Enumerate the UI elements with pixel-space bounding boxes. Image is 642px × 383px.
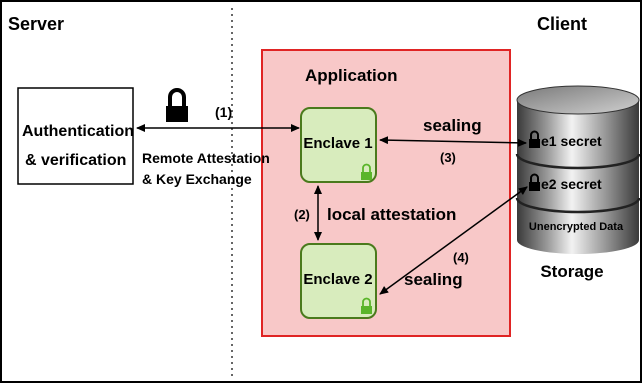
server-label: Server: [8, 14, 64, 34]
storage-row-e1: e1 secret: [541, 133, 602, 149]
authentication-label-line2: & verification: [25, 152, 126, 169]
enclave-2-box: [300, 243, 377, 319]
enclave-2-label: Enclave 2: [303, 271, 372, 288]
enclave-1-label: Enclave 1: [303, 135, 372, 152]
client-label: Client: [537, 14, 587, 34]
step-3-label: (3): [440, 150, 456, 165]
lock-icon: [166, 88, 188, 122]
green-lock-icon: [361, 297, 372, 314]
sealing-arrow-1: [379, 136, 527, 147]
lock-icon: [529, 173, 540, 191]
local-attestation-label: local attestation: [327, 205, 456, 224]
authentication-label-line1: Authentication: [22, 123, 134, 140]
sealing-label-1: sealing: [423, 116, 482, 135]
enclave-1-box: [300, 107, 377, 183]
step-1-label: (1): [215, 104, 232, 120]
authentication-box: [17, 87, 134, 185]
step-4-label: (4): [453, 250, 469, 265]
storage-row-e2: e2 secret: [541, 176, 602, 192]
storage-row-unencrypted: Unencrypted Data: [529, 221, 624, 233]
remote-attestation-label-line2: & Key Exchange: [142, 171, 252, 187]
application-box: [261, 49, 511, 337]
green-lock-icon: [361, 163, 372, 180]
remote-attestation-label-line1: Remote Attestation: [142, 150, 270, 166]
lock-icon: [529, 130, 540, 148]
storage-label: Storage: [540, 262, 603, 281]
step-2-label: (2): [294, 207, 310, 222]
sealing-arrow-2: [379, 186, 528, 295]
sealing-label-2: sealing: [404, 270, 463, 289]
application-label: Application: [305, 66, 398, 85]
storage-cylinder: [515, 85, 641, 254]
